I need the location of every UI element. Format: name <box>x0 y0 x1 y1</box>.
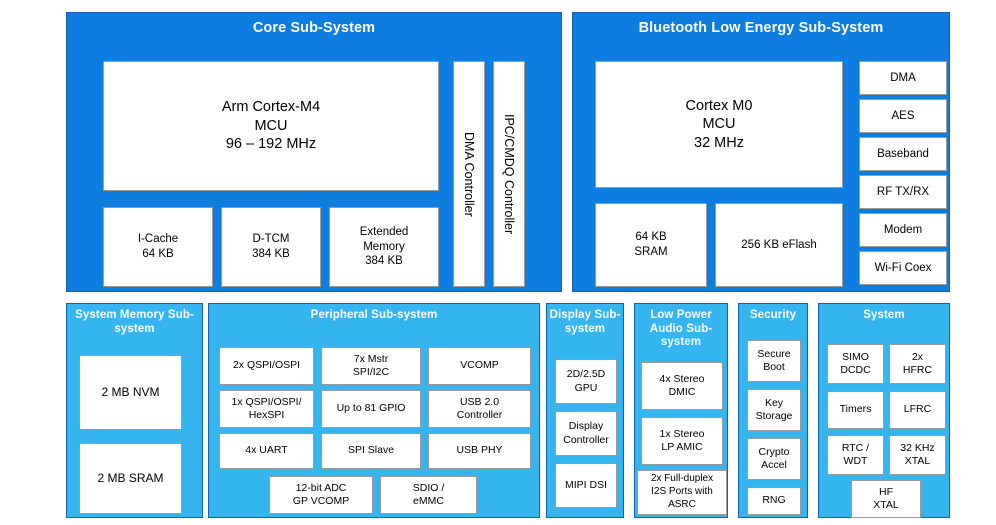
block-timers[interactable]: Timers <box>827 391 884 429</box>
block-ble-modem[interactable]: Modem <box>859 213 947 247</box>
block-hf-xtal[interactable]: HF XTAL <box>851 480 921 518</box>
block-i2s-ports-asrc[interactable]: 2x Full-duplex I2S Ports with ASRC <box>637 470 727 515</box>
system-memory-subsystem-title: System Memory Sub-system <box>75 309 194 335</box>
block-2x-hfrc[interactable]: 2x HFRC <box>889 344 946 384</box>
block-display-controller[interactable]: Display Controller <box>555 411 617 456</box>
block-usb-2-controller[interactable]: USB 2.0 Controller <box>428 390 531 428</box>
block-vcomp[interactable]: VCOMP <box>428 347 531 385</box>
block-ipc-cmdq-controller[interactable]: IPC/CMDQ Controller <box>493 61 525 287</box>
block-ble-rf-tx-rx[interactable]: RF TX/RX <box>859 175 947 209</box>
core-subsystem-title: Core Sub-System <box>252 20 376 36</box>
peripheral-subsystem-title: Peripheral Sub-system <box>310 309 438 321</box>
block-qspi-ospi-hexspi-1x[interactable]: 1x QSPI/OSPI/ HexSPI <box>219 390 314 428</box>
block-cortex-m0[interactable]: Cortex M0 MCU 32 MHz <box>595 61 843 188</box>
block-7x-mstr-spi-i2c[interactable]: 7x Mstr SPI/I2C <box>321 347 421 385</box>
panel-ble-subsystem[interactable]: Bluetooth Low Energy Sub-System Cortex M… <box>572 12 950 292</box>
display-subsystem-title: Display Sub-system <box>549 309 621 335</box>
block-2mb-nvm[interactable]: 2 MB NVM <box>79 355 182 430</box>
block-arm-cortex-m4[interactable]: Arm Cortex-M4 MCU 96 – 192 MHz <box>103 61 439 191</box>
block-rng[interactable]: RNG <box>747 487 801 515</box>
panel-low-power-audio-subsystem[interactable]: Low Power Audio Sub-system 4x Stereo DMI… <box>634 303 728 518</box>
block-lfrc[interactable]: LFRC <box>889 391 946 429</box>
block-key-storage[interactable]: Key Storage <box>747 389 801 431</box>
block-secure-boot[interactable]: Secure Boot <box>747 340 801 382</box>
panel-display-subsystem[interactable]: Display Sub-system 2D/2.5D GPU Display C… <box>546 303 624 518</box>
panel-security-subsystem[interactable]: Security Secure Boot Key Storage Crypto … <box>738 303 808 518</box>
panel-system-memory-subsystem[interactable]: System Memory Sub-system 2 MB NVM 2 MB S… <box>66 303 203 518</box>
block-4x-stereo-dmic[interactable]: 4x Stereo DMIC <box>641 362 723 410</box>
block-2mb-sram[interactable]: 2 MB SRAM <box>79 443 182 514</box>
block-spi-slave[interactable]: SPI Slave <box>321 433 421 469</box>
block-ble-wifi-coex[interactable]: Wi-Fi Coex <box>859 251 947 285</box>
panel-system-subsystem[interactable]: System SIMO DCDC 2x HFRC Timers LFRC RTC… <box>818 303 950 518</box>
block-4x-uart[interactable]: 4x UART <box>219 433 314 469</box>
block-32khz-xtal[interactable]: 32 KHz XTAL <box>889 435 946 475</box>
block-ble-eflash[interactable]: 256 KB eFlash <box>715 203 843 287</box>
block-gpio[interactable]: Up to 81 GPIO <box>321 390 421 428</box>
block-usb-phy[interactable]: USB PHY <box>428 433 531 469</box>
block-2d-2-5d-gpu[interactable]: 2D/2.5D GPU <box>555 359 617 404</box>
low-power-audio-subsystem-title: Low Power Audio Sub-system <box>649 309 713 349</box>
block-12bit-adc-gp-vcomp[interactable]: 12-bit ADC GP VCOMP <box>269 476 373 514</box>
block-ble-aes[interactable]: AES <box>859 99 947 133</box>
block-d-tcm[interactable]: D-TCM 384 KB <box>221 207 321 287</box>
system-subsystem-title: System <box>863 309 905 321</box>
block-crypto-accel[interactable]: Crypto Accel <box>747 438 801 480</box>
block-ble-dma[interactable]: DMA <box>859 61 947 95</box>
block-simo-dcdc[interactable]: SIMO DCDC <box>827 344 884 384</box>
ble-subsystem-title: Bluetooth Low Energy Sub-System <box>638 20 884 36</box>
panel-core-subsystem[interactable]: Core Sub-System Arm Cortex-M4 MCU 96 – 1… <box>66 12 562 292</box>
panel-peripheral-subsystem[interactable]: Peripheral Sub-system 2x QSPI/OSPI 7x Ms… <box>208 303 540 518</box>
block-extended-memory[interactable]: Extended Memory 384 KB <box>329 207 439 287</box>
block-rtc-wdt[interactable]: RTC / WDT <box>827 435 884 475</box>
block-ble-sram[interactable]: 64 KB SRAM <box>595 203 707 287</box>
block-dma-controller[interactable]: DMA Controller <box>453 61 485 287</box>
security-subsystem-title: Security <box>749 309 797 321</box>
block-ble-baseband[interactable]: Baseband <box>859 137 947 171</box>
block-i-cache[interactable]: I-Cache 64 KB <box>103 207 213 287</box>
block-mipi-dsi[interactable]: MIPI DSI <box>555 463 617 508</box>
block-qspi-ospi-2x[interactable]: 2x QSPI/OSPI <box>219 347 314 385</box>
block-1x-stereo-lp-amic[interactable]: 1x Stereo LP AMIC <box>641 417 723 465</box>
block-sdio-emmc[interactable]: SDIO / eMMC <box>380 476 477 514</box>
